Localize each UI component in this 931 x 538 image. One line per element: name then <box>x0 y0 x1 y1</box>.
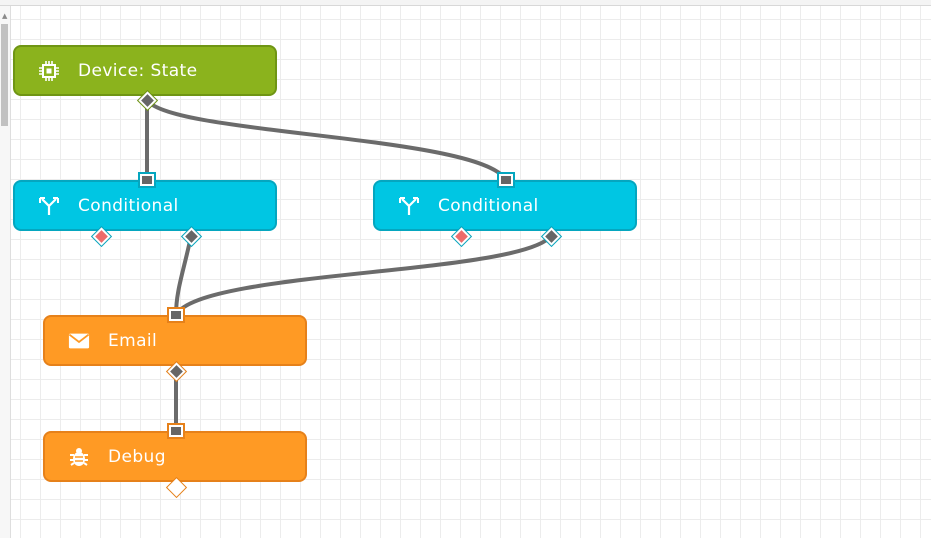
input-port[interactable] <box>167 423 185 439</box>
bug-icon <box>68 446 90 468</box>
node-label: Email <box>108 330 158 351</box>
input-port[interactable] <box>138 172 156 188</box>
fork-icon <box>38 195 60 217</box>
wire-conditional-1-to-email[interactable] <box>174 235 193 316</box>
node-label: Conditional <box>438 195 539 216</box>
envelope-icon <box>68 330 90 352</box>
node-debug[interactable]: Debug <box>43 431 307 482</box>
fork-icon <box>398 195 420 217</box>
scrollbar-thumb[interactable] <box>1 24 8 126</box>
wire-conditional-2-to-email[interactable] <box>174 234 553 317</box>
wire-device-to-conditional-2[interactable] <box>145 98 508 182</box>
scroll-up-arrow-icon[interactable]: ▲ <box>2 12 8 20</box>
node-label: Debug <box>108 446 166 467</box>
node-device-state[interactable]: Device: State <box>13 45 277 96</box>
node-conditional-2[interactable]: Conditional <box>373 180 637 231</box>
chip-icon <box>38 60 60 82</box>
node-email[interactable]: Email <box>43 315 307 366</box>
vertical-scrollbar[interactable]: ▲ <box>0 6 11 538</box>
node-label: Conditional <box>78 195 179 216</box>
node-conditional-1[interactable]: Conditional <box>13 180 277 231</box>
node-label: Device: State <box>78 60 198 81</box>
input-port[interactable] <box>497 172 515 188</box>
canvas-top-border <box>0 0 931 6</box>
input-port[interactable] <box>167 307 185 323</box>
